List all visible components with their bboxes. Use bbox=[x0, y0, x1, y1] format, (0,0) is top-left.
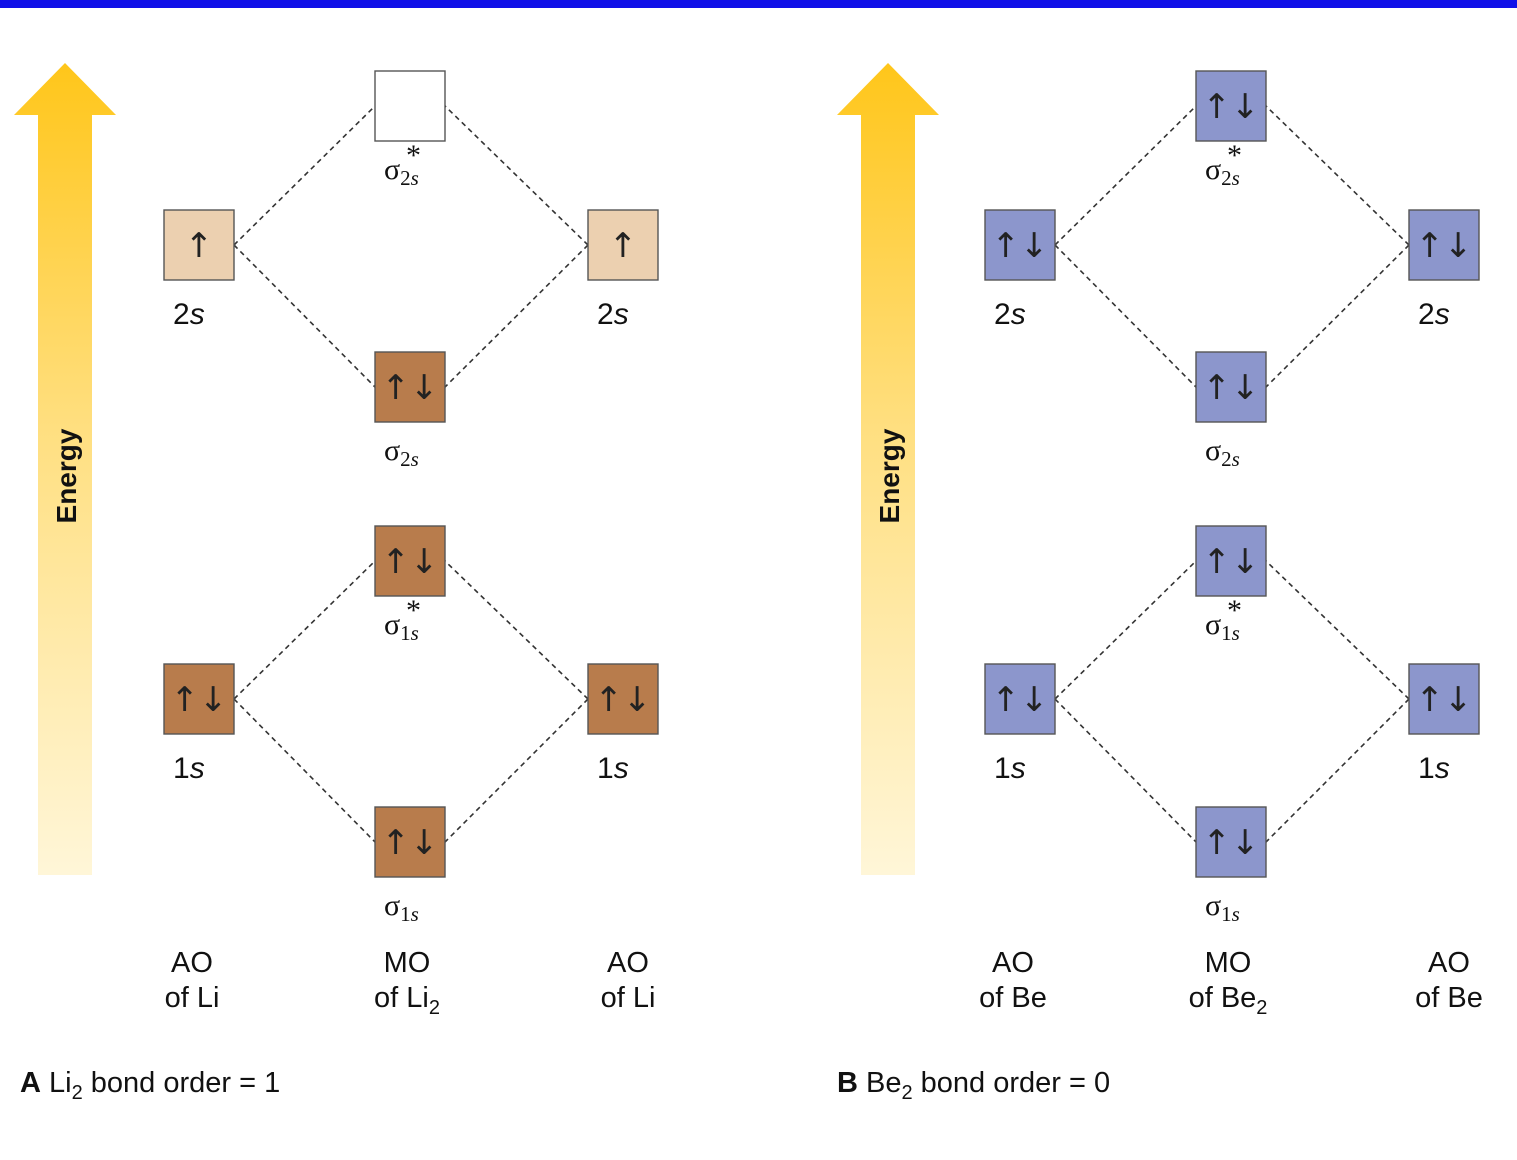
column-label-ao-right: AO bbox=[607, 947, 649, 979]
mo-label: σ1s bbox=[1205, 608, 1240, 645]
correlation-line bbox=[1265, 560, 1410, 700]
correlation-line bbox=[233, 698, 376, 843]
antibonding-star: * bbox=[406, 139, 421, 172]
mo-box bbox=[1195, 525, 1267, 597]
ao-label: 2s bbox=[994, 298, 1026, 331]
mo-label: σ2s bbox=[384, 434, 419, 471]
energy-axis-label: Energy bbox=[51, 428, 82, 523]
electron-arrows: ↑↓ bbox=[992, 680, 1049, 720]
ao-label: 1s bbox=[1418, 752, 1450, 785]
electron-arrows: ↑↓ bbox=[1203, 87, 1260, 127]
correlation-line bbox=[233, 105, 376, 246]
correlation-line bbox=[1054, 105, 1197, 246]
correlation-line bbox=[444, 105, 589, 246]
ao-box-left bbox=[984, 663, 1056, 735]
energy-axis-label: Energy bbox=[874, 428, 905, 523]
correlation-line bbox=[444, 698, 589, 843]
column-label-mo: MO bbox=[384, 947, 431, 979]
bond-order-caption: B Be2 bond order = 0 bbox=[837, 1067, 1110, 1104]
top-bar bbox=[0, 0, 1517, 8]
electron-arrows: ↑↓ bbox=[1203, 542, 1260, 582]
antibonding-star: * bbox=[1227, 139, 1242, 172]
column-label-ao-right: AO bbox=[1428, 947, 1470, 979]
electron-arrows: ↑↓ bbox=[1416, 680, 1473, 720]
column-label-ao-left: AO bbox=[992, 947, 1034, 979]
ao-box-left bbox=[984, 209, 1056, 281]
mo-box bbox=[374, 70, 446, 142]
mo-box bbox=[374, 525, 446, 597]
correlation-line bbox=[1265, 698, 1410, 843]
electron-arrows: ↑↓ bbox=[382, 542, 439, 582]
mo-label: σ1s bbox=[384, 889, 419, 926]
ao-label: 2s bbox=[173, 298, 205, 331]
electron-arrows: ↑↓ bbox=[1203, 368, 1260, 408]
ao-box-right bbox=[1408, 209, 1480, 281]
antibonding-star: * bbox=[1227, 594, 1242, 627]
electron-arrows: ↑↓ bbox=[595, 680, 652, 720]
electron-arrows: ↑ bbox=[609, 226, 638, 266]
mo-label: σ1s bbox=[1205, 889, 1240, 926]
ao-box-left bbox=[163, 663, 235, 735]
electron-arrows: ↑↓ bbox=[992, 226, 1049, 266]
ao-label: 1s bbox=[173, 752, 205, 785]
mo-box bbox=[374, 351, 446, 423]
electron-arrows: ↑↓ bbox=[382, 823, 439, 863]
correlation-line bbox=[444, 560, 589, 700]
mo-box bbox=[1195, 351, 1267, 423]
electron-arrows: ↑↓ bbox=[171, 680, 228, 720]
correlation-line bbox=[233, 560, 376, 700]
ao-box-left bbox=[163, 209, 235, 281]
energy-arrow-icon bbox=[14, 63, 116, 875]
mo-label: σ2s bbox=[384, 153, 419, 190]
correlation-line bbox=[1265, 244, 1410, 388]
electron-arrows: ↑ bbox=[185, 226, 214, 266]
column-label-ao-left: of Li bbox=[165, 982, 220, 1014]
correlation-line bbox=[1265, 105, 1410, 246]
panel-b: Energy↑↓2s↑↓1s↑↓2s↑↓1s↑↓σ2s*↑↓σ2s↑↓σ1s*↑… bbox=[837, 63, 1483, 1104]
column-label-ao-right: of Li bbox=[601, 982, 656, 1014]
column-label-ao-left: AO bbox=[171, 947, 213, 979]
correlation-line bbox=[233, 244, 376, 388]
column-label-mo: of Li2 bbox=[374, 982, 440, 1019]
electron-arrows: ↑↓ bbox=[382, 368, 439, 408]
ao-label: 1s bbox=[597, 752, 629, 785]
mo-box bbox=[374, 806, 446, 878]
ao-label: 1s bbox=[994, 752, 1026, 785]
electron-arrows: ↑↓ bbox=[1416, 226, 1473, 266]
panel-a: Energy↑2s↑↓1s↑2s↑↓1sσ2s*↑↓σ2s↑↓σ1s*↑↓σ1s… bbox=[14, 63, 659, 1104]
ao-box-right bbox=[587, 209, 659, 281]
correlation-line bbox=[1054, 244, 1197, 388]
energy-arrow-icon bbox=[837, 63, 939, 875]
electron-arrows: ↑↓ bbox=[1203, 823, 1260, 863]
mo-box bbox=[1195, 70, 1267, 142]
column-label-mo: MO bbox=[1205, 947, 1252, 979]
correlation-line bbox=[444, 244, 589, 388]
antibonding-star: * bbox=[406, 594, 421, 627]
correlation-line bbox=[1054, 698, 1197, 843]
mo-label: σ2s bbox=[1205, 434, 1240, 471]
ao-label: 2s bbox=[597, 298, 629, 331]
mo-box bbox=[1195, 806, 1267, 878]
bond-order-caption: A Li2 bond order = 1 bbox=[20, 1067, 280, 1104]
ao-box-right bbox=[1408, 663, 1480, 735]
correlation-line bbox=[1054, 560, 1197, 700]
ao-label: 2s bbox=[1418, 298, 1450, 331]
mo-label: σ1s bbox=[384, 608, 419, 645]
column-label-ao-left: of Be bbox=[979, 982, 1047, 1014]
column-label-ao-right: of Be bbox=[1415, 982, 1483, 1014]
mo-label: σ2s bbox=[1205, 153, 1240, 190]
ao-box-right bbox=[587, 663, 659, 735]
column-label-mo: of Be2 bbox=[1189, 982, 1268, 1019]
